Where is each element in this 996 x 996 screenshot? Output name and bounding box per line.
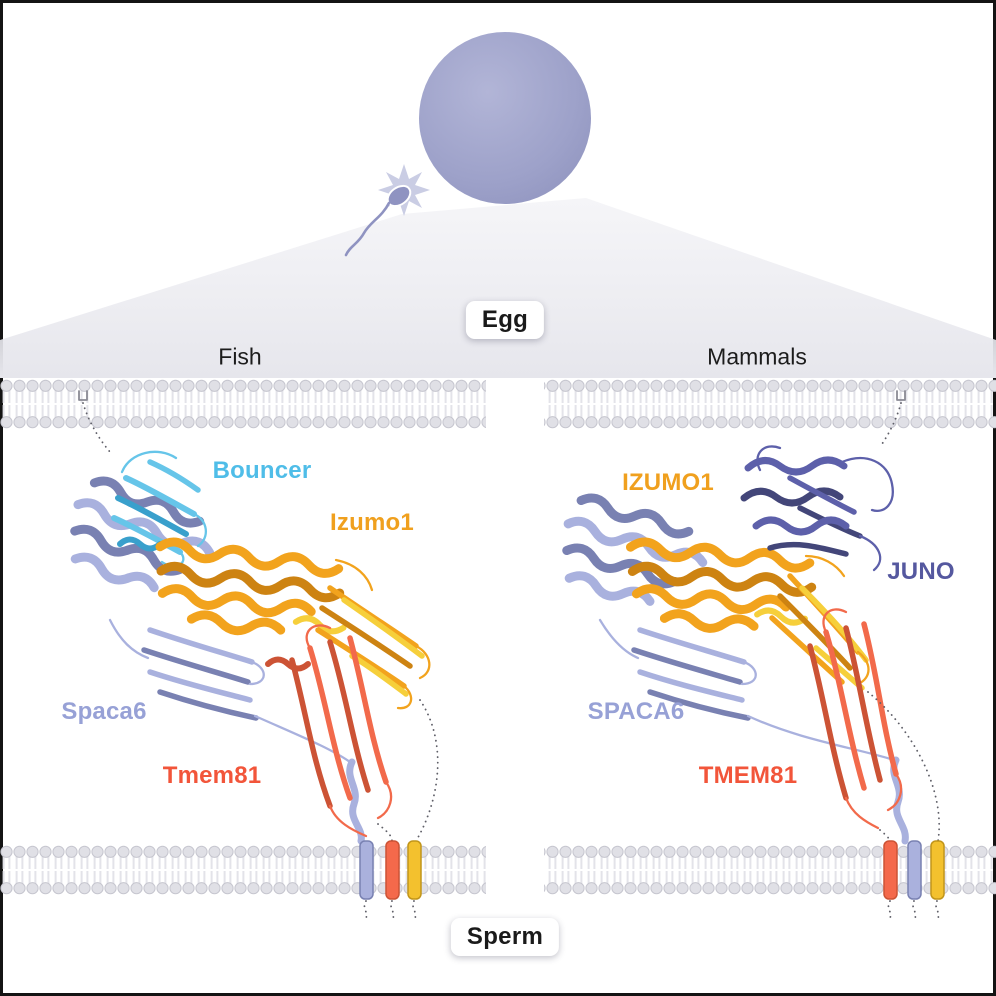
zoom-funnel: [0, 198, 996, 378]
izumo1-fish-structure: [155, 537, 431, 710]
tmem81-structure: [265, 624, 393, 838]
tm-helices-fish: [359, 840, 422, 900]
gpi-anchor-fish: [78, 390, 88, 401]
egg-membrane: [0, 379, 996, 429]
fish-complex: [70, 450, 431, 845]
intracellular-tails: [363, 900, 940, 921]
protein-label-izumo1-fish: Izumo1: [330, 509, 414, 536]
bouncer-structure: [111, 450, 207, 568]
protein-label-spaca6-mammal: SPACA6: [587, 698, 685, 725]
linker-bouncer-membrane: [82, 402, 111, 453]
protein-label-juno: JUNO: [887, 558, 955, 585]
linker-izumo1-mammal-tm: [867, 691, 940, 842]
protein-label-spaca6-fish: Spaca6: [61, 698, 147, 725]
izumo1-mammal-structure: [625, 537, 870, 691]
protein-label-izumo1-mammal: IZUMO1: [622, 469, 714, 496]
panel-title-fish: Fish: [218, 343, 262, 370]
tmem81-mammal-structure: [807, 608, 903, 830]
sperm-icon: [344, 184, 412, 257]
protein-label-tmem81-mammal: TMEM81: [698, 762, 798, 789]
linker-tmem81-fish-tm: [377, 823, 393, 842]
protein-label-tmem81-fish: Tmem81: [162, 762, 262, 789]
juno-structure: [740, 445, 894, 572]
panel-title-mammals: Mammals: [707, 343, 807, 370]
egg-illustration: [419, 32, 591, 204]
egg-label: Egg: [465, 301, 545, 339]
gpi-anchor-mammal: [896, 390, 906, 401]
mammal-complex: [562, 445, 909, 845]
sperm-label: Sperm: [450, 918, 560, 956]
sperm-membrane: [0, 845, 996, 895]
linker-izumo1-fish-tm: [415, 699, 439, 842]
protein-label-bouncer: Bouncer: [212, 457, 312, 484]
linker-tmem81-mammal-tm: [879, 829, 891, 842]
tm-helices-mammal: [883, 840, 945, 900]
